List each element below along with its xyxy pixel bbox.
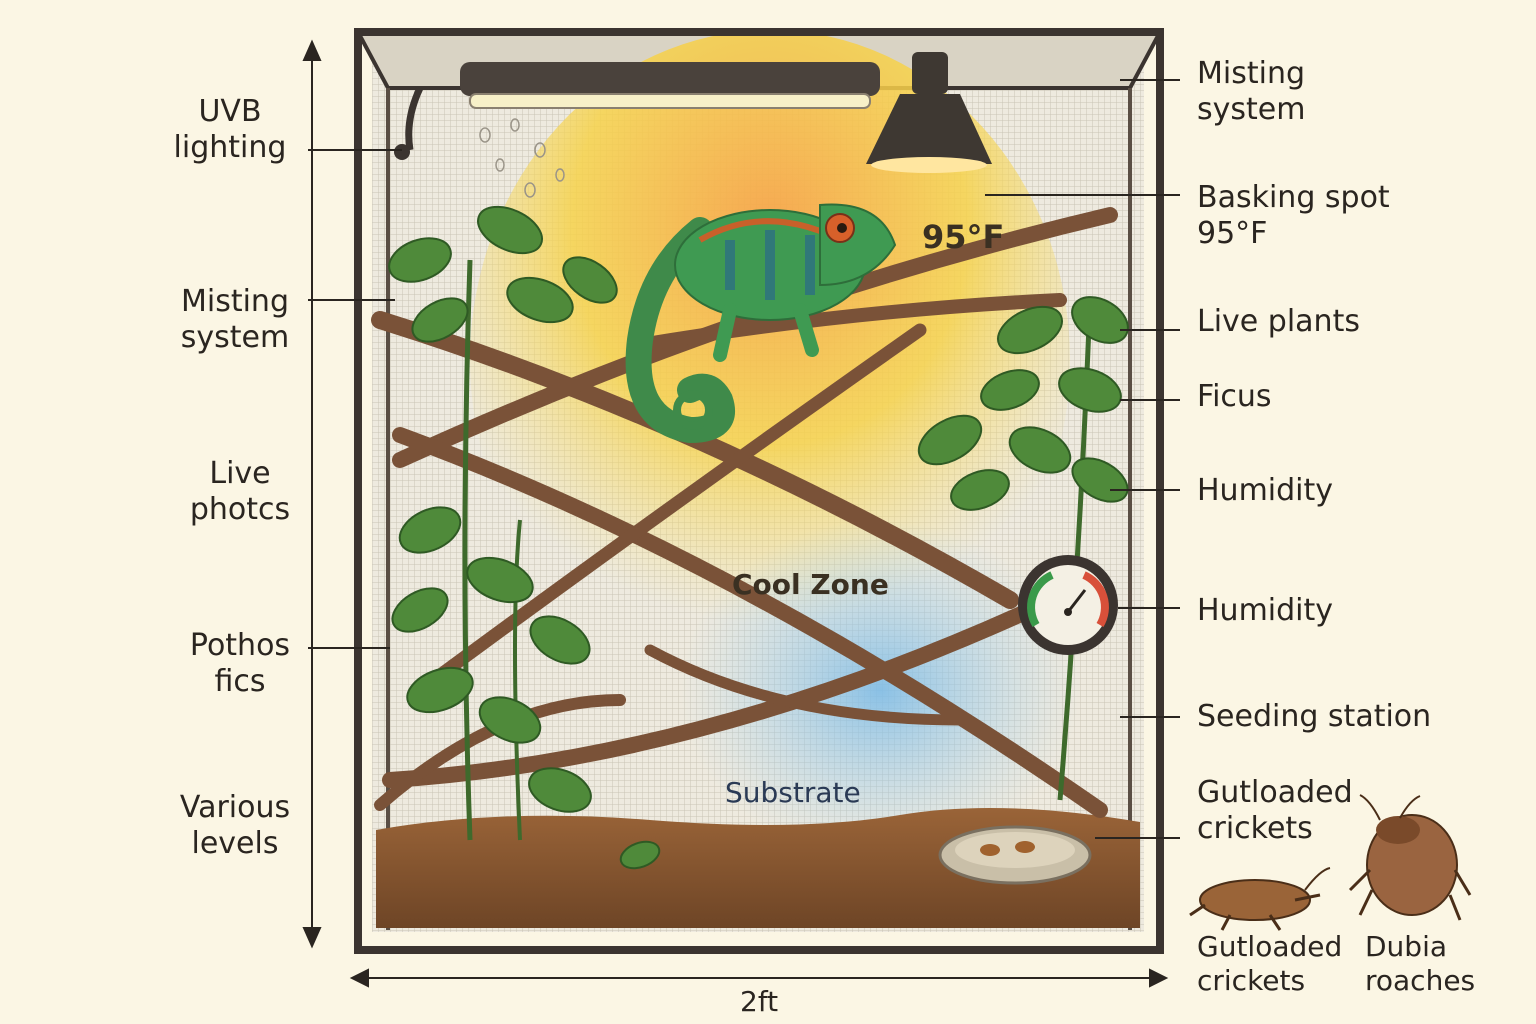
label-various-levels: Various levels xyxy=(179,790,291,861)
mist-droplets xyxy=(479,118,565,198)
hygrometer-gauge xyxy=(1018,555,1118,655)
width-dimension-label: 2ft xyxy=(740,985,779,1018)
label-misting-system-right: Misting system xyxy=(1197,56,1306,127)
label-live-plants: Live plants xyxy=(1197,304,1360,339)
label-ficus: Ficus xyxy=(1197,379,1272,414)
label-substrate: Substrate xyxy=(725,776,861,809)
roach-illustration xyxy=(1348,794,1472,921)
enclosure xyxy=(354,28,1164,954)
label-seeding-station: Seeding station xyxy=(1197,699,1432,734)
cricket-illustration xyxy=(1189,867,1331,931)
uvb-light-tube xyxy=(460,62,880,109)
caption-dubia-roaches: Dubia roaches xyxy=(1365,930,1476,997)
temperature-readout: 95°F xyxy=(922,218,1005,256)
label-misting-system-left: Misting system xyxy=(180,284,290,355)
substrate-soil xyxy=(376,807,1140,928)
label-cool-zone: Cool Zone xyxy=(732,568,889,601)
label-gutloaded-crickets-top: Gutloaded crickets xyxy=(1197,775,1353,846)
live-plants-left xyxy=(388,205,661,870)
label-humidity-1: Humidity xyxy=(1197,473,1334,508)
height-arrow xyxy=(302,39,322,949)
live-plants-right xyxy=(917,296,1129,801)
label-humidity-2: Humidity xyxy=(1197,593,1334,628)
misting-nozzle xyxy=(394,86,424,160)
chameleon xyxy=(625,203,897,444)
basking-lamp xyxy=(866,52,992,173)
label-pothos-fics: Pothos fics xyxy=(189,628,291,699)
feeding-dish xyxy=(938,825,1092,885)
label-basking-spot: Basking spot 95°F xyxy=(1197,180,1390,251)
caption-gutloaded-crickets: Gutloaded crickets xyxy=(1197,930,1343,997)
width-arrow xyxy=(349,968,1169,988)
label-live-photos: Live photcs xyxy=(189,456,291,527)
label-uvb-lighting: UVB lighting xyxy=(173,94,287,165)
leader-lines xyxy=(308,79,1180,839)
